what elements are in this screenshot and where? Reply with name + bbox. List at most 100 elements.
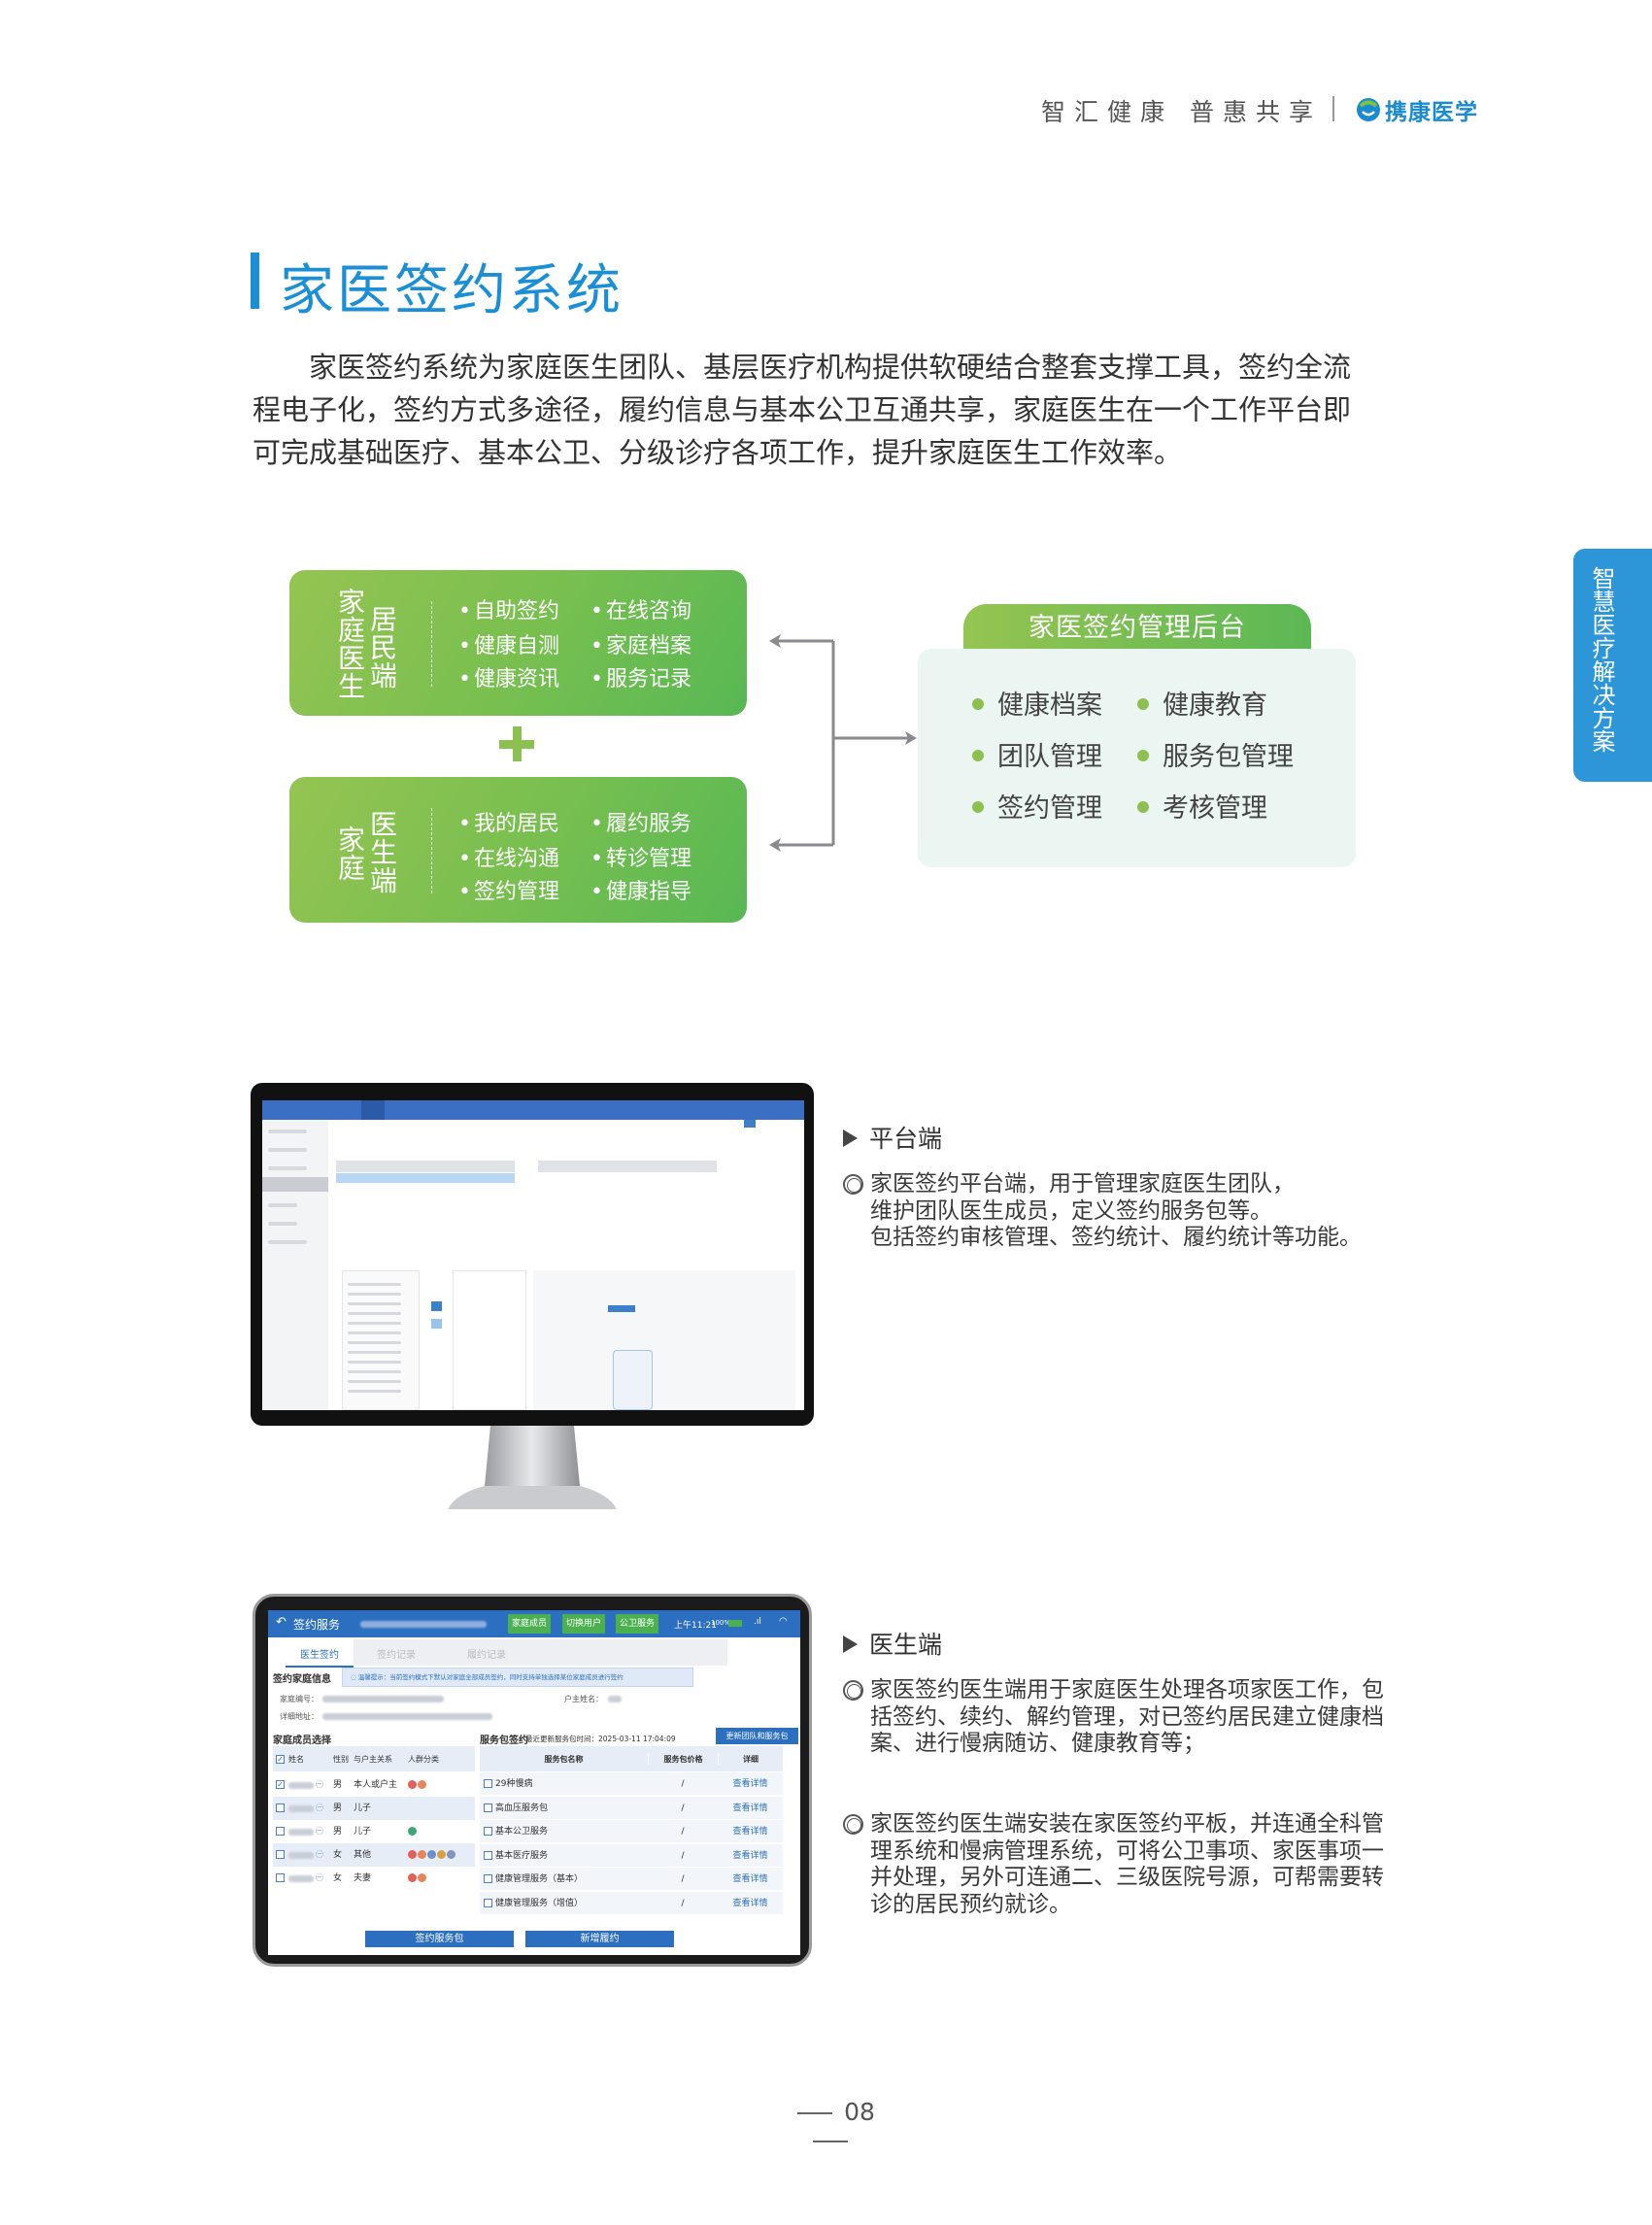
packages-table-header: 服务包名称 服务包价格 详细 — [480, 1746, 783, 1771]
update-team-package-button[interactable]: 更新团队和服务包 — [716, 1728, 798, 1744]
family-info-title: 签约家庭信息 — [273, 1674, 331, 1685]
doctor-tablet-screen: ↶ 签约服务 家庭成员 切换用户 公卫服务 上午11:21 100% .ıl ◠… — [268, 1610, 800, 1955]
member-checkbox[interactable] — [276, 1804, 285, 1812]
select-all-checkbox[interactable]: ✓ — [276, 1754, 285, 1764]
population-tag-icon — [447, 1850, 455, 1859]
member-checkbox[interactable] — [276, 1873, 285, 1882]
signed-icon: ㊀ — [316, 1827, 323, 1836]
battery-icon — [728, 1620, 742, 1627]
population-tag-icon — [408, 1850, 417, 1859]
package-row[interactable]: 29种慢病 / 查看详情 — [480, 1772, 783, 1796]
tab-doctor-sign[interactable]: 医生签约 — [286, 1646, 354, 1668]
members-table-header: ✓ 姓名 性别 与户主关系 人群分类 — [273, 1746, 475, 1771]
backend-panel: 健康档案 健康教育 团队管理 服务包管理 签约管理 考核管理 — [918, 649, 1356, 867]
view-detail-link[interactable]: 查看详情 — [732, 1874, 768, 1884]
member-gender: 女 — [333, 1873, 343, 1883]
doctor-description-2: 家医签约医生端安装在家医签约平板，并连通全科管 理系统和慢病管理系统，可将公卫事… — [843, 1811, 1384, 1918]
member-gender: 男 — [333, 1780, 343, 1790]
member-row[interactable]: ㊀ 男 儿子 — [273, 1820, 475, 1843]
member-gender: 男 — [333, 1804, 343, 1813]
platform-description: 家医签约平台端，用于管理家庭医生团队， 维护团队医生成员，定义签约服务包等。 包… — [843, 1171, 1362, 1252]
signed-icon: ㊀ — [316, 1780, 323, 1789]
feature-item: 签约管理 — [458, 874, 559, 905]
arrow-left-icon — [769, 838, 781, 852]
monitor-stand — [448, 1426, 617, 1509]
feature-item: 自助签约 — [458, 593, 559, 624]
feature-item: 家庭档案 — [590, 628, 691, 659]
package-row[interactable]: 健康管理服务（基本） / 查看详情 — [480, 1868, 783, 1891]
intro-line: 家医签约系统为家庭医生团队、基层医疗机构提供软硬结合整套支撑工具，签约全流 — [309, 351, 1352, 384]
feature-item: 服务记录 — [590, 661, 691, 692]
platform-heading: 平台端 — [843, 1120, 942, 1155]
tablet-title: 签约服务 — [293, 1618, 341, 1632]
view-detail-link[interactable]: 查看详情 — [732, 1850, 768, 1861]
feature-item: 转诊管理 — [590, 841, 691, 872]
doctor-heading: 医生端 — [843, 1626, 942, 1661]
member-row[interactable]: ✓ ㊀ 男 本人或户主 — [273, 1773, 475, 1797]
package-updated: 最近更新服务包时间：2025-03-11 17:04:09 — [525, 1735, 676, 1743]
resident-label-a: 家庭医生 — [334, 588, 366, 700]
view-detail-link[interactable]: 查看详情 — [732, 1779, 768, 1789]
backend-item: 服务包管理 — [1137, 735, 1294, 773]
member-relation: 儿子 — [354, 1804, 372, 1813]
member-row[interactable]: ㊀ 女 夫妻 — [273, 1867, 475, 1890]
view-detail-link[interactable]: 查看详情 — [732, 1803, 768, 1813]
member-checkbox[interactable]: ✓ — [276, 1780, 285, 1789]
switch-user-button[interactable]: 切换用户 — [562, 1614, 606, 1634]
tab-service-records[interactable]: 履约记录 — [467, 1650, 506, 1661]
package-checkbox[interactable] — [484, 1803, 492, 1812]
member-row[interactable]: ㊀ 男 儿子 — [273, 1797, 475, 1820]
feature-item: 健康指导 — [590, 874, 691, 905]
feature-item: 履约服务 — [590, 806, 691, 837]
doctor-label-a: 家庭 — [334, 826, 366, 882]
package-row[interactable]: 基本医疗服务 / 查看详情 — [480, 1843, 783, 1868]
feature-item: 我的居民 — [458, 806, 559, 837]
population-tag-icon — [437, 1850, 446, 1859]
package-price: / — [681, 1874, 685, 1884]
divider — [431, 808, 432, 893]
package-checkbox[interactable] — [484, 1874, 492, 1883]
family-members-button[interactable]: 家庭成员 — [508, 1614, 552, 1634]
intro-line: 程电子化，签约方式多途径，履约信息与基本公卫互通共享，家庭医生在一个工作平台即 — [253, 393, 1352, 426]
package-checkbox[interactable] — [484, 1827, 492, 1836]
package-row[interactable]: 基本公卫服务 / 查看详情 — [480, 1820, 783, 1843]
package-title: 服务包签约 — [480, 1736, 528, 1746]
member-checkbox[interactable] — [276, 1827, 285, 1836]
doctor-description-1: 家医签约医生端用于家庭医生处理各项家医工作，包 括签约、续约、解约管理，对已签约… — [843, 1677, 1384, 1758]
bulb-icon: ◌ — [351, 1673, 358, 1681]
members-title: 家庭成员选择 — [273, 1736, 331, 1746]
circle-bullet-icon — [843, 1174, 863, 1195]
package-row[interactable]: 高血压服务包 / 查看详情 — [480, 1796, 783, 1820]
platform-nav-bar — [262, 1100, 804, 1120]
package-row[interactable]: 健康管理服务（增值） / 查看详情 — [480, 1891, 783, 1915]
resident-app-box: 家庭医生 居民端 自助签约 在线咨询 健康自测 家庭档案 健康资讯 服务记录 — [289, 570, 747, 716]
page-title: 家医签约系统 — [280, 259, 624, 322]
status-time: 上午11:21 — [674, 1621, 717, 1631]
side-tab: 智慧医疗解决方案 — [1573, 549, 1652, 782]
member-relation: 其他 — [354, 1850, 372, 1860]
page-number: 08 — [767, 2098, 893, 2154]
backend-item: 健康教育 — [1137, 684, 1267, 722]
tip-box: ◌ 温馨提示：当前签约模式下默认对家庭全部成员签约，同时支持单独选择某位家庭成员… — [342, 1668, 693, 1687]
member-relation: 本人或户主 — [354, 1780, 398, 1790]
public-health-button[interactable]: 公卫服务 — [616, 1614, 659, 1634]
tab-sign-records[interactable]: 签约记录 — [377, 1650, 416, 1661]
member-checkbox[interactable] — [276, 1850, 285, 1859]
view-detail-link[interactable]: 查看详情 — [732, 1827, 768, 1837]
population-tag-icon — [408, 1873, 417, 1882]
member-relation: 夫妻 — [354, 1873, 372, 1883]
package-checkbox[interactable] — [484, 1779, 492, 1788]
package-checkbox[interactable] — [484, 1898, 492, 1907]
view-detail-link[interactable]: 查看详情 — [732, 1898, 768, 1908]
signal-icon: .ıl — [754, 1617, 761, 1627]
doctor-app-box: 家庭 医生端 我的居民 履约服务 在线沟通 转诊管理 签约管理 健康指导 — [289, 777, 747, 923]
package-checkbox[interactable] — [484, 1850, 492, 1860]
back-icon[interactable]: ↶ — [276, 1615, 287, 1630]
package-name: 健康管理服务（基本） — [495, 1874, 584, 1884]
signed-icon: ㊀ — [316, 1873, 323, 1882]
member-relation: 儿子 — [354, 1827, 372, 1837]
add-service-button[interactable]: 新增履约 — [525, 1931, 674, 1947]
sign-package-button[interactable]: 签约服务包 — [365, 1931, 514, 1947]
brand-logo-icon — [1357, 98, 1380, 121]
member-row[interactable]: ㊀ 女 其他 — [273, 1843, 475, 1867]
